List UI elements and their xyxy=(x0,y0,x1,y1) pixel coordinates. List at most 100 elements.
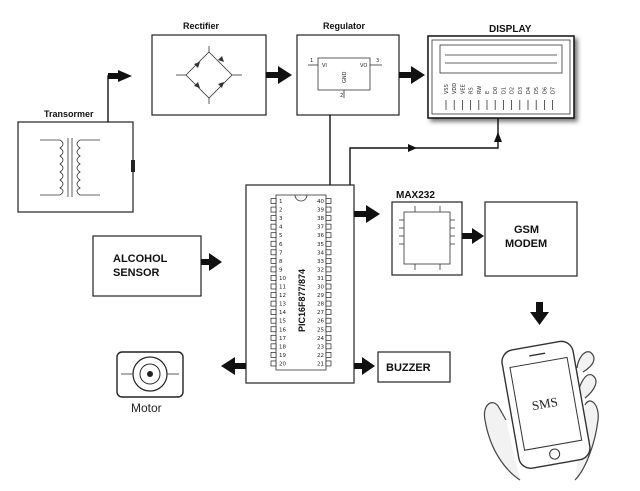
mcu-chip xyxy=(275,194,327,371)
transformer-tab xyxy=(131,160,135,172)
rectifier-label: Rectifier xyxy=(183,21,220,31)
mcu-pins: 1234567891011121314151617181920403938373… xyxy=(270,198,332,367)
mcu-pin-pad xyxy=(270,223,277,230)
mcu-pin-number: 20 xyxy=(279,361,286,367)
mcu-pin-pad xyxy=(325,232,332,239)
mcu-pin-pad xyxy=(325,326,332,333)
motor-label: Motor xyxy=(131,401,162,415)
mcu-pin-pad xyxy=(270,360,277,367)
mcu-pin-number: 22 xyxy=(317,353,324,359)
mcu-pin-number: 13 xyxy=(279,302,286,308)
phone-sms-text: SMS xyxy=(531,394,559,413)
mcu-pin-pad xyxy=(270,283,277,290)
regulator-pin-vi: VI xyxy=(322,63,327,69)
alcohol-label-line1: ALCOHOL xyxy=(113,253,168,265)
gsm-box xyxy=(484,201,578,277)
gsm-label-line2: MODEM xyxy=(505,238,547,250)
max232-block: MAX232 xyxy=(391,190,463,276)
lcd-pin-label: D6 xyxy=(542,87,548,94)
buzzer-box xyxy=(377,351,451,383)
buzzer-block: BUZZER xyxy=(377,351,451,383)
alcohol-sensor-box xyxy=(92,235,202,297)
mcu-pin-number: 12 xyxy=(279,293,286,299)
mcu-label: PIC16F877/874 xyxy=(297,269,307,332)
mcu-pin-number: 6 xyxy=(279,242,283,248)
mcu-pin-pad xyxy=(270,258,277,264)
mcu-pin-pad xyxy=(325,258,332,264)
arrow-regulator-display xyxy=(399,66,425,84)
mcu-pin-number: 10 xyxy=(279,276,286,282)
mcu-pin-pad xyxy=(325,352,332,358)
mcu-pin-pad xyxy=(325,360,332,367)
mcu-pin-pad xyxy=(270,343,277,350)
mcu-pin-number: 17 xyxy=(279,336,286,342)
mcu-pin-pad xyxy=(270,352,277,358)
arrow-max232-gsm xyxy=(462,228,484,244)
max232-chip xyxy=(403,211,451,265)
mcu-pin-number: 9 xyxy=(279,267,283,273)
mcu-pin-number: 38 xyxy=(317,216,324,222)
mcu-pin-pad xyxy=(325,240,332,247)
regulator-box xyxy=(296,34,400,116)
arrow-sensor-mcu xyxy=(201,253,222,271)
mcu-pin-number: 7 xyxy=(279,250,283,256)
mcu-pin-pad xyxy=(325,206,332,213)
lcd-pin-label: VEE xyxy=(460,84,466,94)
mcu-pin-pad xyxy=(325,223,332,230)
mcu-pin-number: 3 xyxy=(279,216,283,222)
mcu-pin-pad xyxy=(325,343,332,350)
lcd-pin-label: RS xyxy=(469,87,475,94)
mcu-pin-number: 18 xyxy=(279,344,286,350)
regulator-pin-1: 1 xyxy=(310,58,313,64)
mcu-pin-number: 23 xyxy=(317,344,324,350)
display-inner-frame xyxy=(431,39,571,115)
mcu-pin-pad xyxy=(270,266,277,273)
transformer-coil-icon xyxy=(40,138,100,197)
mcu-pin-pad xyxy=(325,292,332,298)
motor-icon xyxy=(121,356,179,392)
mcu-pin-number: 28 xyxy=(317,302,324,308)
mcu-pin-pad xyxy=(325,198,332,204)
mcu-pin-number: 11 xyxy=(279,285,286,291)
mcu-pin-pad xyxy=(270,309,277,315)
mcu-pin-number: 5 xyxy=(279,233,283,239)
mcu-pin-pad xyxy=(325,334,332,341)
arrow-mcu-max232 xyxy=(354,205,380,223)
phone-icon: SMS xyxy=(501,340,591,469)
regulator-pin-3: 3 xyxy=(376,58,379,64)
lcd-pin-label: VSS xyxy=(444,84,450,94)
mcu-pin-pad xyxy=(270,300,277,307)
mcu-pin-number: 34 xyxy=(317,250,324,256)
mcu-pin-number: 32 xyxy=(317,267,324,273)
mcu-pin-number: 19 xyxy=(279,353,286,359)
arrow-mcu-buzzer xyxy=(354,357,375,375)
regulator-label: Regulator xyxy=(323,21,366,31)
bridge-rectifier-icon xyxy=(176,46,242,104)
mcu-pin-pad xyxy=(270,206,277,213)
mcu-pin-number: 39 xyxy=(317,208,324,214)
mcu-pin-pad xyxy=(325,300,332,307)
mcu-box xyxy=(245,184,355,384)
regulator-pin-2: 2 xyxy=(340,93,343,99)
mcu-pin-number: 21 xyxy=(317,361,324,367)
mcu-pin-pad xyxy=(325,266,332,273)
mcu-pin-number: 31 xyxy=(317,276,324,282)
mcu-pin-number: 15 xyxy=(279,319,286,325)
mcu-pin-number: 37 xyxy=(317,225,324,231)
mcu-pin-number: 30 xyxy=(317,285,324,291)
lcd-screen xyxy=(439,44,563,74)
arrow-gsm-phone xyxy=(530,302,549,325)
mcu-pin-pad xyxy=(325,275,332,281)
mcu-pin-number: 40 xyxy=(317,199,324,205)
mcu-pin-pad xyxy=(270,326,277,333)
mcu-pin-pad xyxy=(325,215,332,221)
gsm-label-line1: GSM xyxy=(514,224,539,236)
max232-label: MAX232 xyxy=(396,190,435,201)
mcu-pin-pad xyxy=(270,292,277,298)
lcd-pin-label: D5 xyxy=(534,87,540,94)
regulator-block: Regulator VI VO GND 1 3 2 xyxy=(296,21,400,116)
motor-block: Motor xyxy=(116,351,184,415)
mcu-pin-number: 16 xyxy=(279,327,286,333)
